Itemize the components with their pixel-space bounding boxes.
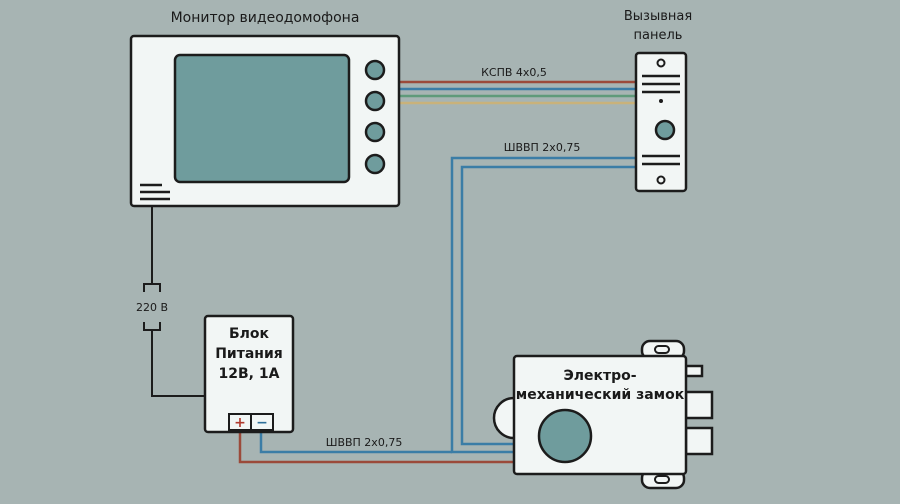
panel-lock-wire-1 (450, 156, 636, 454)
cable-label-shvvp-top: ШВВП 2х0,75 (504, 141, 581, 154)
cable-label-kspv: КСПВ 4х0,5 (481, 66, 547, 79)
psu-body (203, 314, 295, 434)
lock-mount-bottom-slot (654, 475, 670, 484)
shvvp-cable-panel-lock (450, 156, 636, 454)
monitor-speaker-grille (140, 183, 170, 201)
monitor-button-3 (364, 121, 386, 143)
electromechanical-lock (492, 339, 714, 490)
call-button (654, 119, 676, 141)
call-panel-speaker-grille (642, 74, 680, 94)
monitor-button-2 (364, 90, 386, 112)
lock-cylinder (537, 408, 593, 464)
psu-mains-wire (151, 330, 205, 397)
psu-label-line1: Блок (229, 326, 270, 342)
lock-label-line1: Электро- (563, 368, 636, 384)
cable-label-shvvp-bottom: ШВВП 2х0,75 (326, 436, 403, 449)
call-panel-screw-top (656, 58, 666, 68)
lock-mount-top-slot (654, 345, 670, 354)
call-panel-camera-icon (659, 99, 663, 103)
lock-small-latch (684, 364, 704, 378)
power-supply (203, 314, 295, 434)
mains-wiring (143, 206, 205, 397)
plus-terminal-label: + (234, 415, 246, 431)
monitor-button-1 (364, 59, 386, 81)
kspv-cable (399, 80, 636, 105)
panel-lock-wire-2 (460, 165, 636, 446)
monitor-title: Монитор видеодомофона (171, 10, 360, 26)
lock-side-tab (492, 396, 515, 440)
minus-terminal-label: − (256, 415, 268, 431)
intercom-monitor (129, 34, 401, 208)
mains-voltage-label: 220 В (136, 301, 168, 314)
lock-bolt-upper (684, 390, 714, 420)
plug-symbol-bottom (143, 322, 161, 331)
psu-label-line3: 12В, 1А (219, 366, 280, 382)
shvvp-cable-psu-lock (238, 428, 514, 464)
monitor-screen (173, 53, 351, 184)
psu-label-line2: Питания (215, 346, 283, 362)
lock-bolt-lower (684, 426, 714, 456)
psu-terminal-minus (250, 413, 274, 431)
call-panel-screw-bottom (656, 175, 666, 185)
call-panel (634, 51, 688, 193)
monitor-button-4 (364, 153, 386, 175)
plug-symbol-top (143, 283, 161, 292)
call-panel-mic-grille (642, 154, 680, 166)
psu-lock-wire-blue (259, 428, 452, 454)
psu-lock-wire-red (238, 428, 514, 464)
lock-label-line2: механический замок (516, 387, 685, 403)
panel-title-line2: панель (634, 28, 683, 43)
panel-title-line1: Вызывная (624, 9, 692, 24)
